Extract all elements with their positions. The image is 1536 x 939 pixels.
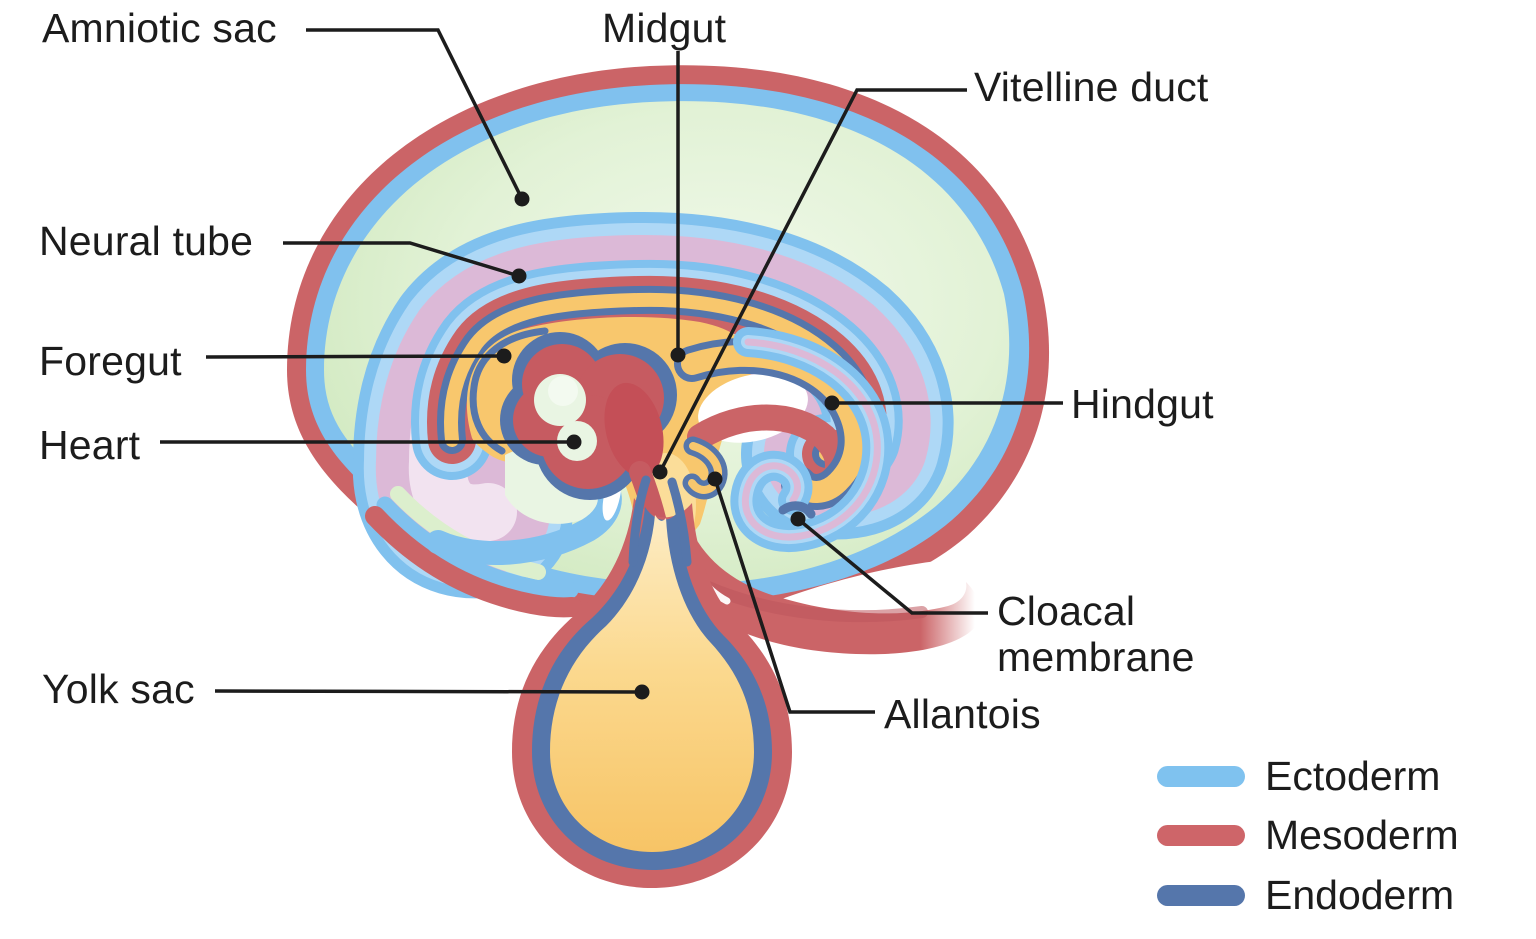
legend-item-ectoderm: Ectoderm xyxy=(1157,753,1440,800)
leader-yolk-sac xyxy=(214,689,643,694)
leader-cloacal-membrane xyxy=(796,517,988,615)
foregut-endoderm-outline xyxy=(469,327,549,455)
mesoderm-swatch-icon xyxy=(1157,825,1245,846)
rim-mesoderm-arc xyxy=(365,506,582,618)
label-yolk-sac: Yolk sac xyxy=(42,666,195,712)
label-hindgut: Hindgut xyxy=(1071,381,1214,427)
legend-label-mesoderm: Mesoderm xyxy=(1265,812,1459,858)
tail-fold xyxy=(674,327,893,553)
yolk-sac xyxy=(512,475,792,888)
rim-ectoderm-arc xyxy=(376,496,579,600)
label-foregut: Foregut xyxy=(39,338,182,384)
dot-vitelline-duct xyxy=(652,464,668,480)
label-cloacal-line2: membrane xyxy=(997,634,1195,680)
label-cloacal-line1: Cloacal xyxy=(997,588,1136,634)
legend-item-endoderm: Endoderm xyxy=(1157,872,1454,919)
body-stalk-shading xyxy=(700,580,928,623)
ectoderm-swatch-icon xyxy=(1157,766,1245,787)
leader-foregut xyxy=(205,354,505,359)
leader-vitelline-duct xyxy=(658,88,967,473)
legend-label-endoderm: Endoderm xyxy=(1265,872,1455,918)
dot-yolk-sac xyxy=(634,684,650,700)
dot-hindgut xyxy=(824,395,840,411)
heart-chamber-highlight xyxy=(548,376,578,406)
label-cloacal-membrane: Cloacal membrane xyxy=(997,588,1195,680)
label-neural-tube: Neural tube xyxy=(39,218,254,264)
endoderm-swatch-icon xyxy=(1157,885,1245,906)
dot-cloacal-membrane xyxy=(790,511,806,527)
legend-item-mesoderm: Mesoderm xyxy=(1157,812,1459,859)
leader-neural-tube xyxy=(283,241,520,278)
label-allantois: Allantois xyxy=(884,691,1041,737)
legend-label-ectoderm: Ectoderm xyxy=(1265,753,1441,799)
annotation-leaders xyxy=(160,28,1063,714)
dot-neural-tube xyxy=(511,268,527,284)
label-vitelline-duct: Vitelline duct xyxy=(974,64,1209,110)
leader-allantois xyxy=(713,478,875,714)
yolk-sac-lumen xyxy=(550,515,754,852)
leader-amniotic-sac xyxy=(306,28,524,200)
vitelline-duct-left-wall xyxy=(628,475,651,567)
dot-heart xyxy=(566,434,582,450)
vitelline-duct-right-wall xyxy=(667,477,692,567)
dot-amniotic-sac xyxy=(514,191,530,207)
dot-allantois xyxy=(707,471,723,487)
body-stalk-mass xyxy=(676,518,981,655)
cloacal-membrane-plate xyxy=(778,501,816,519)
label-amniotic-sac: Amniotic sac xyxy=(42,5,277,51)
label-midgut: Midgut xyxy=(602,5,727,51)
label-heart: Heart xyxy=(39,422,141,468)
tail-spiral-neural-sliver xyxy=(741,338,881,541)
dot-midgut xyxy=(670,347,686,363)
heart-outflow-lobe xyxy=(604,382,664,478)
dot-foregut xyxy=(496,348,512,364)
